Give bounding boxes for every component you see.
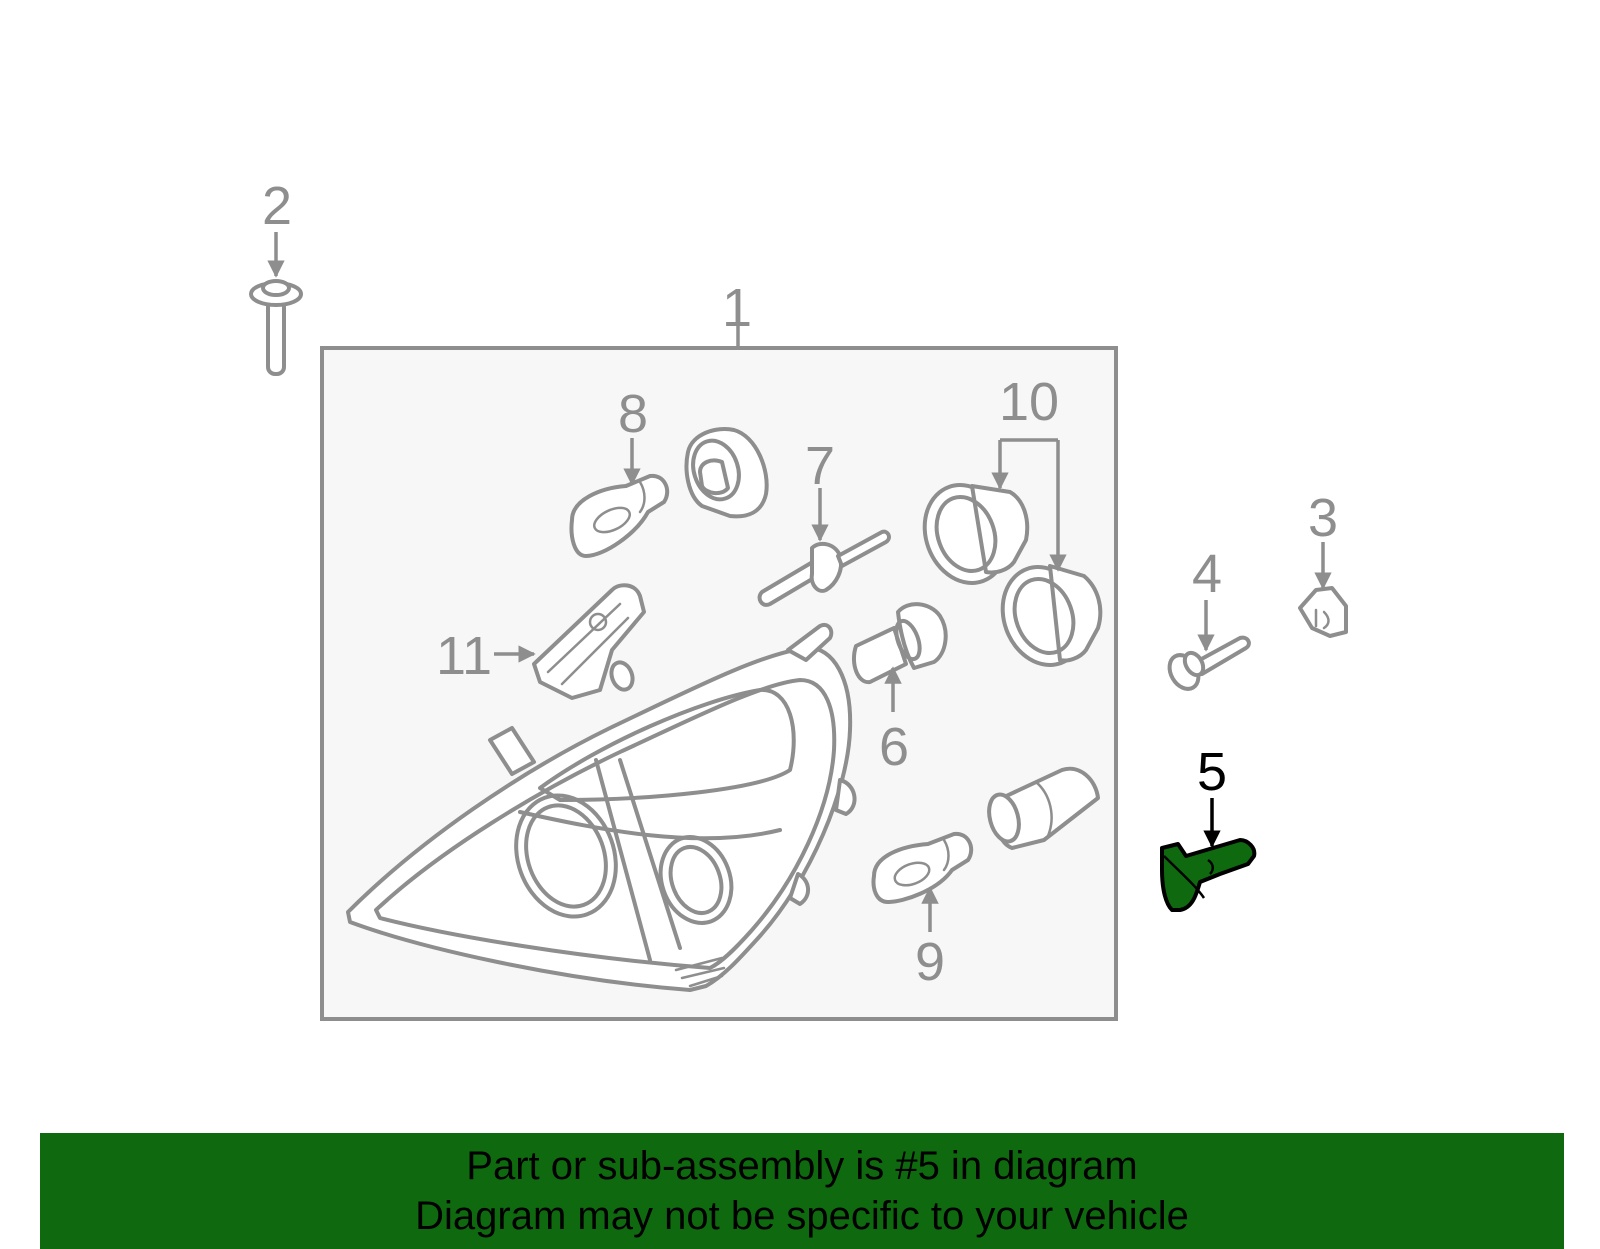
bulb-part-7	[757, 529, 891, 607]
callout-8: 8	[618, 384, 648, 444]
callout-1: 1	[722, 278, 752, 338]
clip-part-3	[1298, 586, 1348, 638]
socket-right-lower	[987, 766, 1100, 850]
socket-part-8	[684, 427, 769, 519]
info-banner: Part or sub-assembly is #5 in diagram Di…	[40, 1133, 1564, 1249]
bracket-part-5-highlighted	[1160, 838, 1257, 912]
headlamp-housing	[346, 623, 857, 992]
actuator-part-11	[532, 583, 646, 700]
bolt-part-2	[249, 279, 303, 376]
callout-10: 10	[999, 372, 1059, 432]
callout-5: 5	[1197, 742, 1227, 802]
banner-line-2: Diagram may not be specific to your vehi…	[415, 1194, 1189, 1238]
callout-3: 3	[1308, 488, 1338, 548]
callout-11: 11	[436, 626, 492, 686]
callout-4: 4	[1192, 544, 1222, 604]
callout-6: 6	[879, 717, 909, 777]
banner-line-1: Part or sub-assembly is #5 in diagram	[466, 1144, 1138, 1188]
bulb-part-8	[569, 473, 670, 558]
callout-9: 9	[915, 932, 945, 992]
screw-part-4	[1167, 635, 1251, 691]
callout-7: 7	[805, 436, 835, 496]
bulb-part-9	[871, 831, 974, 904]
socket-part-10a	[922, 483, 1030, 585]
callout-2: 2	[262, 176, 292, 236]
socket-part-10b	[1000, 564, 1103, 667]
